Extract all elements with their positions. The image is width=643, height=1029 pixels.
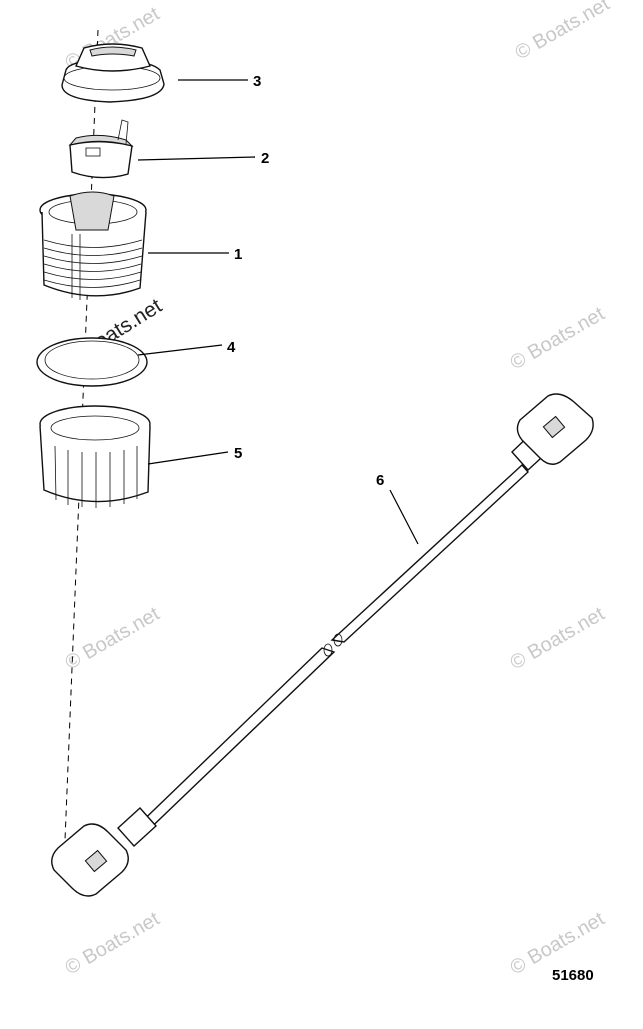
watermark: © Boats.net [507,603,609,675]
part-sensor [68,119,134,179]
part-cap [61,43,165,103]
part-cable [51,393,594,897]
watermark: © Boats.net [512,0,614,64]
figure-number: 51680 [552,967,594,984]
part-nut [39,405,151,508]
watermark: © Boats.net [62,908,164,980]
callout-5: 5 [234,445,242,462]
callout-6: 6 [376,472,384,489]
part-gasket [36,337,148,387]
callout-2: 2 [261,150,269,167]
leader-lines [137,79,419,545]
callout-3: 3 [253,73,261,90]
watermark: © Boats.net [507,303,609,375]
callout-1: 1 [234,246,242,263]
watermark: © Boats.net [62,603,164,675]
callout-4: 4 [227,339,236,356]
part-housing [39,191,147,300]
callouts: 3 2 1 4 5 6 [227,73,384,489]
